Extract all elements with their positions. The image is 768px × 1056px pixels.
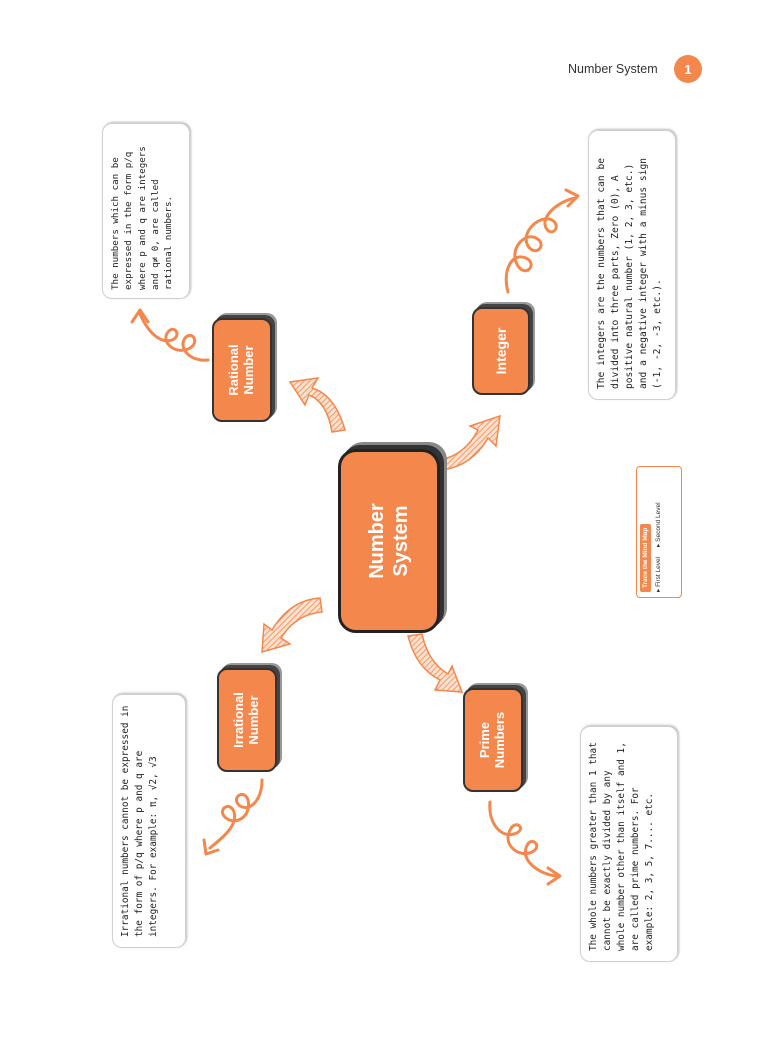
legend-second-level: ▸ Second Level	[655, 502, 662, 547]
legend-title: Trace the Mind Map	[640, 523, 651, 592]
note-rational-definition: The numbers which can be expressed in th…	[102, 123, 190, 299]
node-rational-label: Rational Number	[226, 344, 256, 396]
page-number-badge: 1	[674, 55, 702, 83]
node-prime-label: Prime Numbers	[477, 711, 507, 769]
legend-trace-mind-map: Trace the Mind Map ▸ First Level ▸ Secon…	[636, 466, 682, 598]
note-irrational-text: Irrational numbers cannot be expressed i…	[120, 705, 160, 937]
legend-first-level: ▸ First Level	[655, 556, 662, 592]
note-integer-text: The integers are the numbers that can be…	[596, 157, 663, 389]
note-rational-text: The numbers which can be expressed in th…	[110, 146, 175, 290]
node-prime-numbers: Prime Numbers	[463, 688, 523, 792]
swirl-prime	[488, 800, 558, 878]
node-integer: Integer	[472, 307, 530, 395]
note-prime-text: The whole numbers greater than 1 that ca…	[588, 742, 656, 951]
note-integer-definition: The integers are the numbers that can be…	[588, 130, 676, 400]
swirl-irrational	[208, 778, 264, 850]
note-prime-definition: The whole numbers greater than 1 that ca…	[580, 726, 678, 962]
note-irrational-definition: Irrational numbers cannot be expressed i…	[112, 694, 186, 948]
central-node-number-system: Number System	[338, 449, 440, 633]
page-header-title: Number System	[568, 62, 658, 76]
node-integer-label: Integer	[492, 327, 509, 375]
legend-levels: ▸ First Level ▸ Second Level	[654, 472, 662, 592]
arrow-to-integer	[439, 414, 501, 471]
arrow-to-irrational	[261, 597, 323, 654]
swirl-integer	[504, 196, 578, 294]
central-node-label: Number System	[366, 503, 412, 579]
node-irrational-label: Irrational Number	[231, 692, 261, 748]
arrow-to-rational	[288, 377, 346, 433]
arrow-to-prime	[407, 633, 464, 693]
node-irrational-number: Irrational Number	[217, 668, 277, 772]
node-rational-number: Rational Number	[212, 318, 272, 422]
swirl-rational	[138, 312, 210, 362]
